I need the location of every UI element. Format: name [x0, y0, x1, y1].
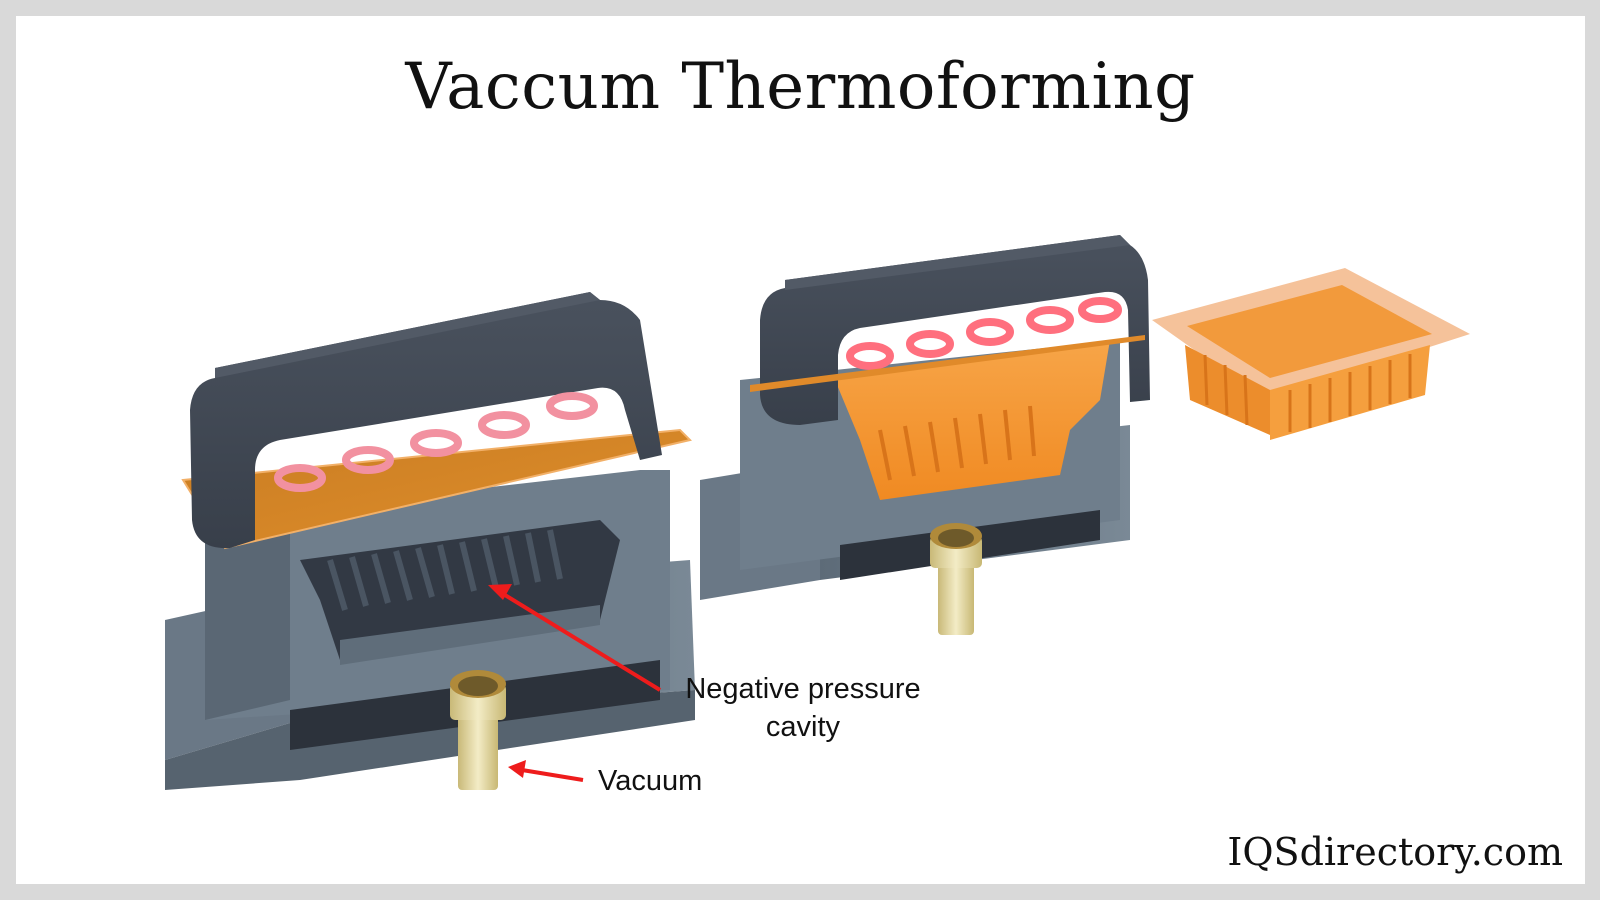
- tray-ribs: [1203, 354, 1412, 432]
- thermoforming-illustration: [165, 235, 1470, 790]
- heating-coils: [274, 392, 598, 492]
- left-machine: [165, 292, 695, 790]
- negative-pressure-label-line1: Negative pressure: [685, 673, 921, 705]
- vacuum-arrow: [508, 760, 584, 782]
- formed-ribs: [878, 405, 1036, 481]
- heating-coils-hot: [846, 297, 1122, 370]
- vacuum-port-left: [450, 670, 506, 790]
- diagram-canvas: Vaccum Thermoforming Negative pressure c…: [16, 16, 1585, 884]
- brand-watermark: IQSdirectory.com: [1227, 830, 1563, 874]
- negative-pressure-label-line2: cavity: [765, 711, 841, 743]
- mold-ribs: [327, 529, 563, 611]
- finished-tray: [1152, 268, 1470, 440]
- vacuum-port-right: [930, 523, 982, 635]
- vacuum-label: Vacuum: [598, 765, 703, 797]
- right-machine: [700, 235, 1150, 635]
- negative-pressure-arrow: [488, 584, 662, 692]
- negative-pressure-label: Negative pressure cavity: [668, 670, 938, 746]
- diagram-title: Vaccum Thermoforming: [405, 50, 1196, 124]
